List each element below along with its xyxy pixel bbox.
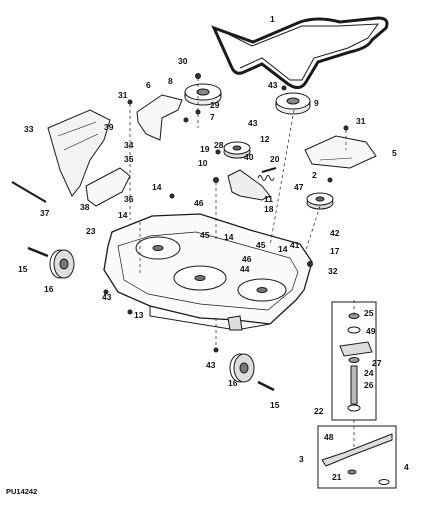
- callout-43b: 43: [248, 118, 258, 128]
- shield-6: [136, 94, 183, 141]
- callout-11: 11: [264, 194, 273, 204]
- callout-43c: 43: [102, 292, 112, 302]
- callout-14d: 14: [278, 244, 288, 254]
- callout-16b: 16: [228, 378, 238, 388]
- figure-code: PU14242: [6, 487, 37, 496]
- callout-2: 2: [312, 170, 317, 180]
- callout-34: 34: [124, 140, 134, 150]
- callout-8: 8: [168, 76, 173, 86]
- callout-labels: 1 2 3 4 5 6 7 8 9 10 11 12 13 14 14 14 1…: [18, 14, 409, 482]
- drive-belt: [211, 16, 389, 89]
- callout-31b: 31: [356, 116, 366, 126]
- callout-25: 25: [364, 308, 374, 318]
- bolt-15-right: [257, 380, 275, 392]
- callout-45a: 45: [200, 230, 210, 240]
- spindle-box-22: [331, 301, 377, 421]
- callout-49: 49: [366, 326, 376, 336]
- callout-16a: 16: [44, 284, 54, 294]
- callout-35: 35: [124, 154, 134, 164]
- callout-32: 32: [328, 266, 338, 276]
- idler-arm: [227, 169, 271, 201]
- callout-21: 21: [332, 472, 342, 482]
- callout-17: 17: [330, 246, 340, 256]
- callout-7: 7: [210, 112, 215, 122]
- callout-18: 18: [264, 204, 274, 214]
- shield-5: [304, 135, 377, 169]
- gauge-wheel-16-left: [49, 249, 75, 279]
- pulley-9: [275, 92, 311, 115]
- callout-4: 4: [404, 462, 409, 472]
- callout-33: 33: [24, 124, 34, 134]
- callout-45b: 45: [256, 240, 266, 250]
- callout-30: 30: [178, 56, 188, 66]
- callout-14a: 14: [152, 182, 162, 192]
- callout-22: 22: [314, 406, 324, 416]
- alignment-lines: [129, 78, 355, 450]
- callout-13: 13: [134, 310, 144, 320]
- callout-48: 48: [324, 432, 334, 442]
- callout-14c: 14: [224, 232, 234, 242]
- callout-39: 39: [104, 122, 114, 132]
- callout-5: 5: [392, 148, 397, 158]
- callout-19: 19: [200, 144, 210, 154]
- callout-37: 37: [40, 208, 50, 218]
- callout-28: 28: [214, 140, 224, 150]
- callout-31a: 31: [118, 90, 128, 100]
- callout-44: 44: [240, 264, 250, 274]
- callout-3: 3: [299, 454, 304, 464]
- blade-box-3: [317, 425, 397, 489]
- callout-42: 42: [330, 228, 340, 238]
- callout-40: 40: [244, 152, 254, 162]
- callout-38: 38: [80, 202, 90, 212]
- callout-20: 20: [270, 154, 280, 164]
- pulley-47: [306, 192, 334, 210]
- callout-41: 41: [290, 240, 300, 250]
- callout-47: 47: [294, 182, 304, 192]
- spring-20: [257, 175, 275, 181]
- callout-46b: 46: [242, 254, 252, 264]
- idler-12: [223, 141, 251, 159]
- callout-12: 12: [260, 134, 270, 144]
- callout-46a: 46: [194, 198, 204, 208]
- callout-26: 26: [364, 380, 374, 390]
- callout-9: 9: [314, 98, 319, 108]
- bolt-15-left: [27, 246, 49, 258]
- callout-43a: 43: [268, 80, 278, 90]
- mulch-bracket: [85, 167, 131, 207]
- callout-27: 27: [372, 358, 382, 368]
- callout-6: 6: [146, 80, 151, 90]
- rod-37: [11, 181, 47, 203]
- pulley-8: [184, 83, 222, 106]
- callout-36: 36: [124, 194, 134, 204]
- mower-deck-23: [103, 213, 313, 331]
- callout-43d: 43: [206, 360, 216, 370]
- callout-15b: 15: [270, 400, 280, 410]
- callout-29: 29: [210, 100, 220, 110]
- mulch-cover-33: [47, 109, 111, 197]
- callout-15a: 15: [18, 264, 28, 274]
- callout-10: 10: [198, 158, 208, 168]
- callout-24: 24: [364, 368, 374, 378]
- callout-1: 1: [270, 14, 275, 24]
- callout-14b: 14: [118, 210, 128, 220]
- callout-23: 23: [86, 226, 96, 236]
- gauge-wheel-16-right: [229, 353, 255, 383]
